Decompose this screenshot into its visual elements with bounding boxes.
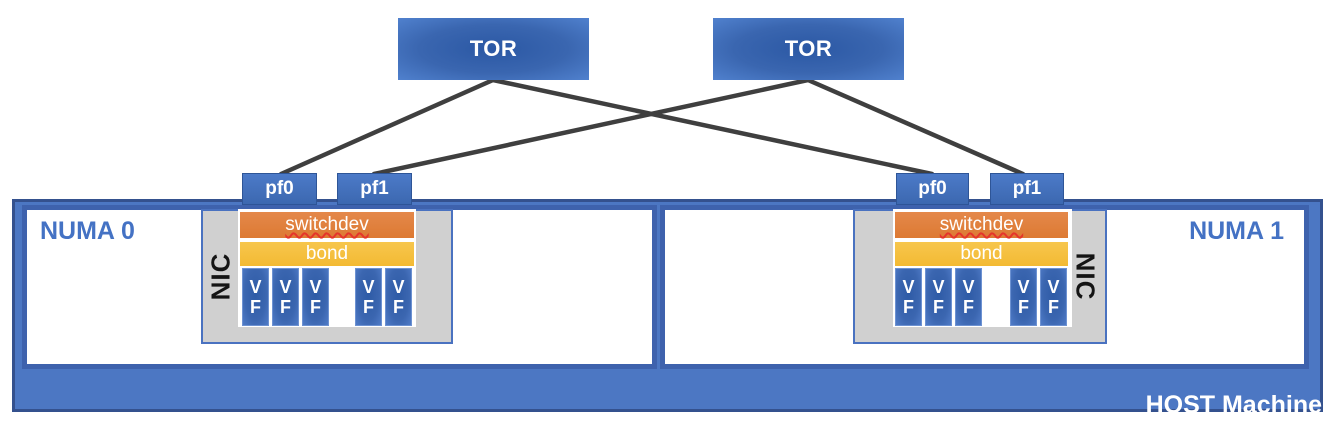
vf-label: VF xyxy=(932,277,945,317)
numa0-bond-layer: bond xyxy=(240,242,414,266)
vf-label: VF xyxy=(1047,277,1060,317)
numa1-pf1-port: pf1 xyxy=(990,173,1064,205)
tor-label: TOR xyxy=(469,36,518,61)
numa0-vf-group-pf1: VF VF xyxy=(355,268,412,326)
tor-switch-left: TOR xyxy=(398,18,589,80)
numa0-nic-label-area: NIC xyxy=(202,209,240,344)
vf-box: VF xyxy=(242,268,269,326)
vf-box: VF xyxy=(1040,268,1067,326)
numa1-switchdev-layer: switchdev xyxy=(895,212,1068,238)
numa1-label: NUMA 1 xyxy=(1189,217,1284,245)
numa0-switchdev-layer: switchdev xyxy=(240,212,414,238)
vf-label: VF xyxy=(249,277,262,317)
link-tor-right-numa0-pf1 xyxy=(371,77,811,177)
switchdev-label: switchdev xyxy=(939,214,1024,235)
vf-box: VF xyxy=(385,268,412,326)
vf-label: VF xyxy=(309,277,322,317)
nic-label: NIC xyxy=(205,252,236,301)
vf-label: VF xyxy=(279,277,292,317)
numa0-label: NUMA 0 xyxy=(40,217,135,245)
numa1-vf-group-pf0: VF VF VF xyxy=(895,268,982,326)
vf-box: VF xyxy=(355,268,382,326)
bond-label: bond xyxy=(960,243,1003,264)
pf-label: pf1 xyxy=(360,178,389,199)
numa1-vf-group-pf1: VF VF xyxy=(1010,268,1067,326)
vf-label: VF xyxy=(362,277,375,317)
numa1-nic-label-area: NIC xyxy=(1066,209,1104,344)
pf-label: pf0 xyxy=(265,178,294,199)
tor-label: TOR xyxy=(784,36,833,61)
numa1-bond-layer: bond xyxy=(895,242,1068,266)
link-tor-left-numa0-pf0 xyxy=(278,77,496,177)
vf-label: VF xyxy=(962,277,975,317)
pf-label: pf0 xyxy=(918,178,947,199)
vf-box: VF xyxy=(895,268,922,326)
bond-label: bond xyxy=(305,243,349,264)
vf-label: VF xyxy=(1017,277,1030,317)
vf-box: VF xyxy=(272,268,299,326)
vf-label: VF xyxy=(392,277,405,317)
vf-box: VF xyxy=(1010,268,1037,326)
numa0-pf1-port: pf1 xyxy=(337,173,412,205)
host-machine-label: HOST Machine xyxy=(1145,391,1322,419)
vf-box: VF xyxy=(955,268,982,326)
nic-label: NIC xyxy=(1070,252,1101,301)
pf-label: pf1 xyxy=(1012,178,1042,199)
vf-box: VF xyxy=(925,268,952,326)
link-tor-right-numa1-pf1 xyxy=(805,77,1026,177)
vf-box: VF xyxy=(302,268,329,326)
tor-switch-right: TOR xyxy=(713,18,904,80)
numa0-pf0-port: pf0 xyxy=(242,173,317,205)
switchdev-label: switchdev xyxy=(285,214,369,235)
vf-label: VF xyxy=(902,277,915,317)
link-tor-left-numa1-pf0 xyxy=(490,77,935,177)
numa1-pf0-port: pf0 xyxy=(896,173,969,205)
numa0-vf-group-pf0: VF VF VF xyxy=(242,268,329,326)
